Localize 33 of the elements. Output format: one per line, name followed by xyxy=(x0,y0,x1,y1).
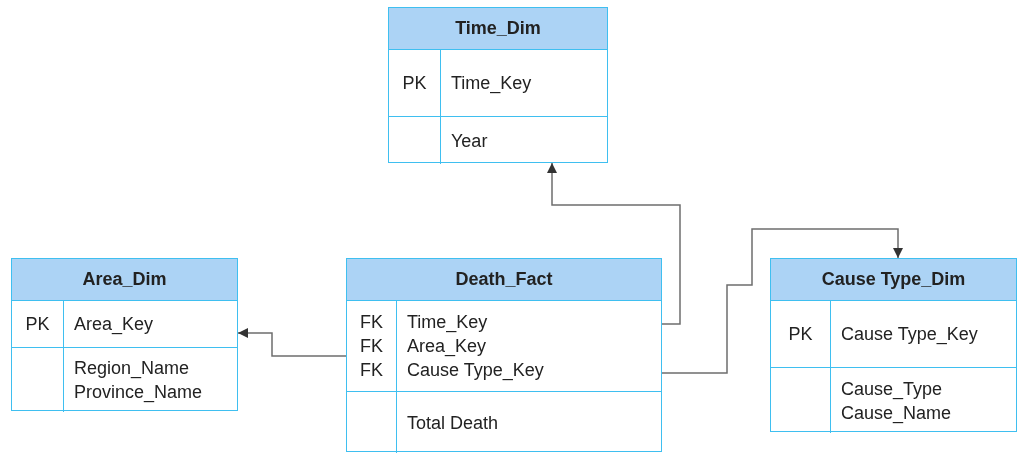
key-label: FK xyxy=(360,335,383,358)
connector-arrow xyxy=(237,328,347,357)
field-name: Cause_Type xyxy=(841,377,943,401)
key-label: PK xyxy=(788,323,813,346)
field-name: Cause Type_Key xyxy=(841,323,978,346)
table-title: Cause Type_Dim xyxy=(821,269,966,290)
table-row xyxy=(347,391,661,453)
field-name: Region_Name xyxy=(74,357,190,380)
connector-arrow xyxy=(547,162,681,325)
key-label: PK xyxy=(402,72,427,95)
entity-table xyxy=(346,258,662,452)
field-name: Cause_Name xyxy=(841,401,952,425)
connector-arrow xyxy=(661,228,903,374)
field-name: Area_Key xyxy=(407,335,487,358)
table-row xyxy=(389,116,607,164)
table-row xyxy=(12,347,237,412)
key-label: FK xyxy=(360,359,383,382)
entity-table xyxy=(770,258,1017,432)
field-name: Province_Name xyxy=(74,381,203,404)
table-title: Area_Dim xyxy=(82,269,167,290)
entity-table xyxy=(388,7,608,163)
field-name: Year xyxy=(451,129,488,153)
table-row xyxy=(771,367,1016,433)
key-label: FK xyxy=(360,311,383,334)
table-title: Time_Dim xyxy=(455,18,541,39)
field-name: Time_Key xyxy=(451,72,532,95)
key-label: PK xyxy=(25,313,50,336)
field-name: Area_Key xyxy=(74,313,154,336)
field-name: Total Death xyxy=(407,411,499,435)
entity-table xyxy=(11,258,238,411)
field-name: Cause Type_Key xyxy=(407,359,544,382)
table-title: Death_Fact xyxy=(455,269,553,290)
field-name: Time_Key xyxy=(407,311,488,334)
